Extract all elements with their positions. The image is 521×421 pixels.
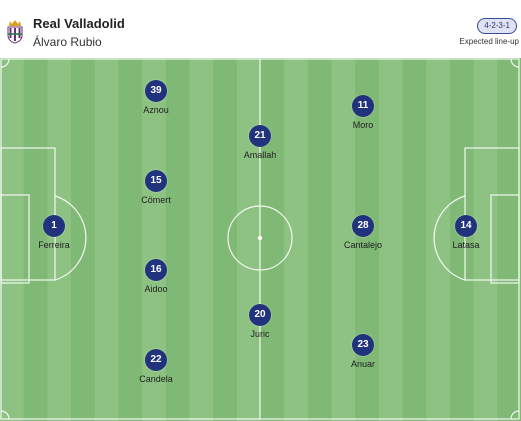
formation-badge: 4-2-3-1 — [477, 18, 517, 34]
player-name: Cantalejo — [343, 240, 383, 250]
pitch-stripe — [260, 58, 285, 421]
player-number-badge: 23 — [352, 334, 374, 356]
player-marker[interactable]: 1 Ferreira — [19, 215, 89, 250]
pitch-stripe — [307, 58, 333, 421]
pitch-stripe — [118, 58, 143, 421]
pitch-stripe — [47, 58, 72, 421]
player-number-badge: 21 — [249, 125, 271, 147]
player-name: Moro — [352, 120, 374, 130]
player-name: Latasa — [452, 240, 480, 250]
pitch-stripe — [165, 58, 190, 421]
player-marker[interactable]: 28 Cantalejo — [328, 215, 398, 250]
player-name: Anuar — [350, 359, 376, 369]
player-number-badge: 11 — [352, 95, 374, 117]
pitch-stripe — [497, 58, 521, 421]
player-name: Aznou — [143, 105, 169, 115]
pitch-stripe — [473, 58, 498, 421]
player-name: Candela — [139, 374, 173, 384]
pitch-stripe — [449, 58, 475, 421]
player-marker[interactable]: 11 Moro — [328, 95, 398, 130]
pitch-stripe — [189, 58, 214, 421]
player-marker[interactable]: 22 Candela — [121, 349, 191, 384]
player-number-badge: 39 — [145, 80, 167, 102]
player-name: Amallah — [243, 150, 277, 160]
player-number-badge: 28 — [352, 215, 374, 237]
player-marker[interactable]: 23 Anuar — [328, 334, 398, 369]
team-name[interactable]: Real Valladolid — [33, 16, 125, 31]
player-number-badge: 15 — [145, 170, 167, 192]
lineup-header: Real Valladolid Álvaro Rubio 4-2-3-1 Exp… — [0, 0, 521, 58]
player-marker[interactable]: 39 Aznou — [121, 80, 191, 115]
pitch-stripe — [426, 58, 451, 421]
player-marker[interactable]: 20 Juric — [225, 304, 295, 339]
football-pitch: 1 Ferreira 39 Aznou 15 Cömert 16 Aidoo 2… — [0, 58, 521, 421]
lineup-status-label: Expected line-up — [459, 37, 519, 46]
pitch-stripe — [23, 58, 48, 421]
player-number-badge: 20 — [249, 304, 271, 326]
pitch-stripe — [94, 58, 119, 421]
player-number-badge: 14 — [455, 215, 477, 237]
player-name: Ferreira — [38, 240, 70, 250]
player-marker[interactable]: 15 Cömert — [121, 170, 191, 205]
pitch-stripe — [71, 58, 96, 421]
player-marker[interactable]: 21 Amallah — [225, 125, 295, 160]
player-name: Aidoo — [144, 284, 168, 294]
team-crest-icon — [7, 20, 23, 44]
pitch-stripe — [402, 58, 427, 421]
player-marker[interactable]: 14 Latasa — [431, 215, 501, 250]
player-name: Cömert — [141, 195, 171, 205]
player-number-badge: 16 — [145, 259, 167, 281]
pitch-stripe — [213, 58, 238, 421]
player-marker[interactable]: 16 Aidoo — [121, 259, 191, 294]
coach-name[interactable]: Álvaro Rubio — [33, 35, 102, 49]
pitch-markings — [0, 58, 521, 421]
player-number-badge: 22 — [145, 349, 167, 371]
pitch-stripe — [236, 58, 261, 421]
pitch-stripe — [355, 58, 380, 421]
player-name: Juric — [250, 329, 270, 339]
pitch-stripe — [284, 58, 309, 421]
pitch-stripe — [378, 58, 404, 421]
player-number-badge: 1 — [43, 215, 65, 237]
pitch-stripe — [331, 58, 356, 421]
pitch-stripe — [0, 58, 25, 421]
